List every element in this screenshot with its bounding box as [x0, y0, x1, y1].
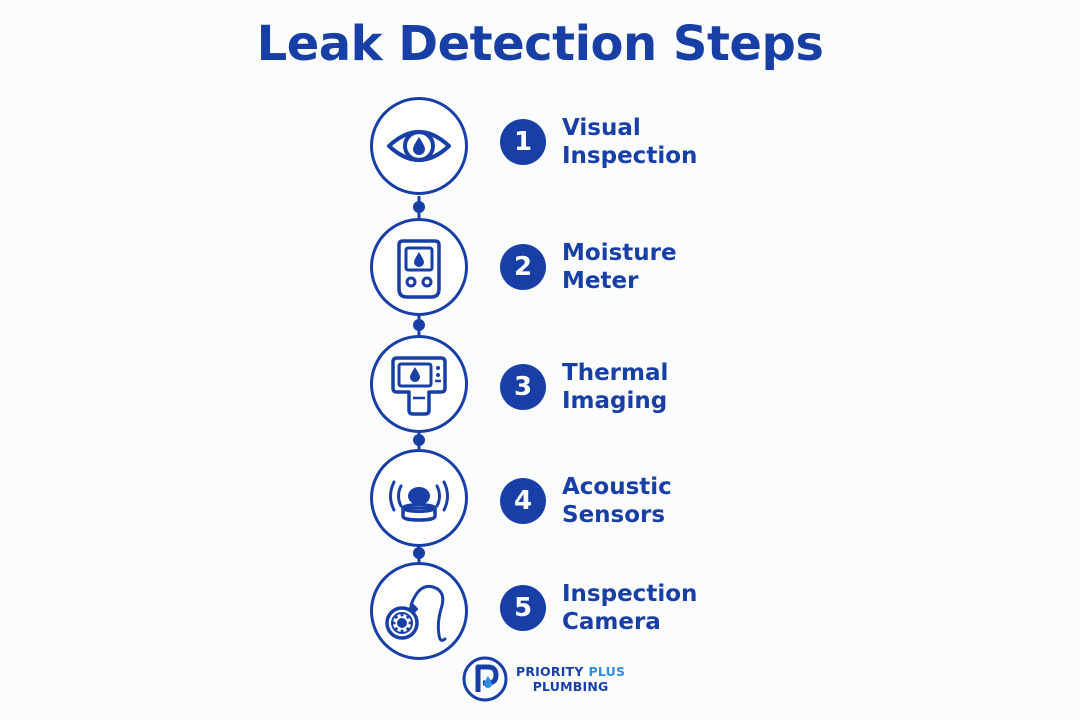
step-3-title-line2: Imaging	[562, 388, 668, 414]
step-4-icon-circle	[370, 449, 468, 547]
step-5-title-line1: Inspection	[562, 581, 698, 607]
step-3-title-line1: Thermal	[562, 360, 669, 386]
acoustic-sensor-icon	[383, 462, 455, 534]
priority-plus-plumbing-logo: PRIORITY PLUS PLUMBING	[462, 656, 625, 702]
step-1-title-line2: Inspection	[562, 143, 698, 169]
step-5-label: 5 Inspection Camera	[500, 573, 860, 643]
step-4-title-line1: Acoustic	[562, 474, 672, 500]
step-4-label: 4 Acoustic Sensors	[500, 466, 860, 536]
logo-word-plus: PLUS	[588, 664, 626, 679]
thermal-camera-icon	[383, 348, 455, 420]
logo-word-priority: PRIORITY	[516, 664, 584, 679]
logo-word-plumbing: PLUMBING	[532, 679, 609, 694]
logo-p-icon	[462, 656, 508, 702]
page-title: Leak Detection Steps	[256, 16, 824, 72]
step-3-label: 3 Thermal Imaging	[500, 352, 860, 422]
step-3-icon-circle	[370, 335, 468, 433]
step-2-number-badge: 2	[500, 244, 546, 290]
step-4-number-badge: 4	[500, 478, 546, 524]
step-2-icon-circle	[370, 218, 468, 316]
step-2-title-line2: Meter	[562, 268, 639, 294]
step-4-title-line2: Sensors	[562, 502, 666, 528]
step-2-title-line1: Moisture	[562, 240, 677, 266]
step-1-number-badge: 1	[500, 119, 546, 165]
step-1-label: 1 Visual Inspection	[500, 107, 860, 177]
moisture-meter-icon	[383, 231, 455, 303]
step-5-number-badge: 5	[500, 585, 546, 631]
eye-with-water-drop-icon	[383, 110, 455, 182]
step-1-icon-circle	[370, 97, 468, 195]
step-3-number-badge: 3	[500, 364, 546, 410]
step-2-label: 2 Moisture Meter	[500, 232, 860, 302]
step-5-icon-circle	[370, 562, 468, 660]
step-5-title-line2: Camera	[562, 609, 661, 635]
inspection-camera-icon	[381, 573, 457, 649]
step-1-title-line1: Visual	[562, 115, 641, 141]
